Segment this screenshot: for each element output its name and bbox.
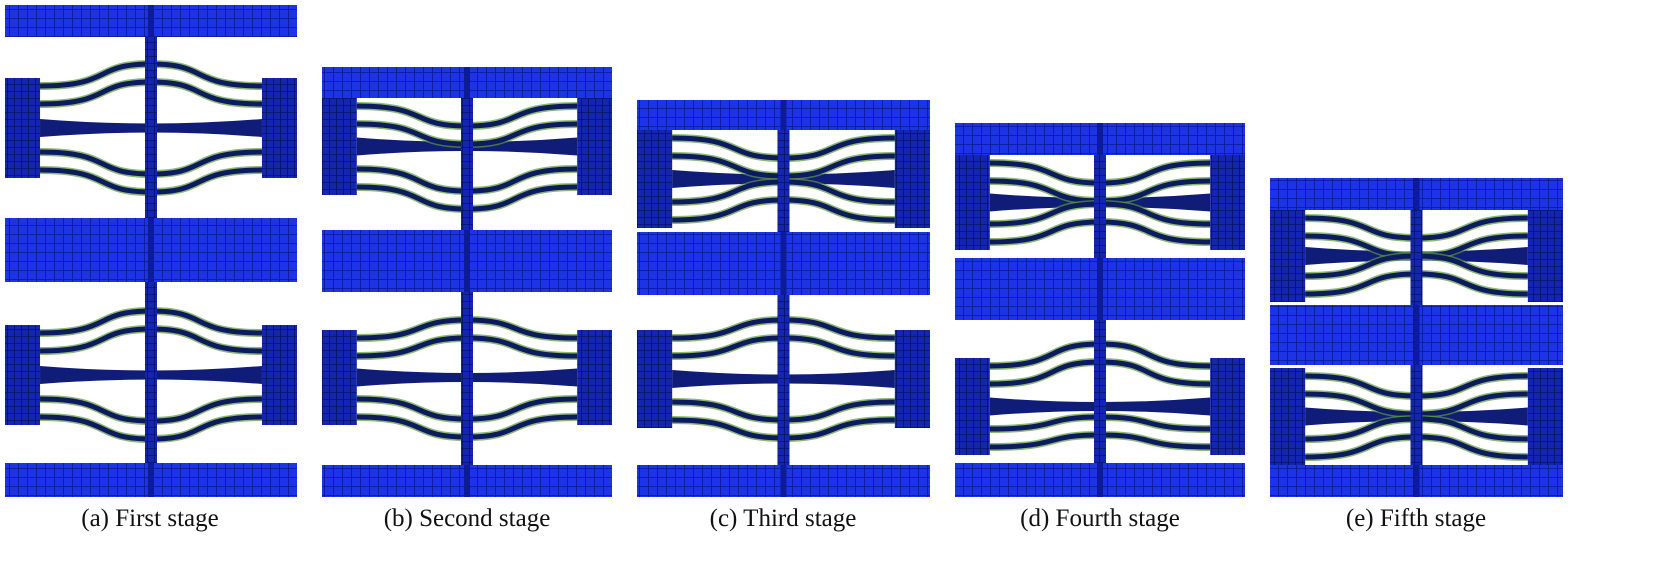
stem-line	[1097, 123, 1103, 155]
side-block-right	[1527, 210, 1563, 302]
stem-line	[148, 5, 154, 37]
caption-fifth-stage: (e) Fifth stage	[1345, 505, 1487, 532]
caption-first-stage: (a) First stage	[81, 505, 219, 532]
side-block-left	[322, 98, 357, 195]
stem-line	[148, 463, 154, 497]
side-block-right	[894, 130, 930, 228]
stem-line	[1097, 463, 1103, 497]
stem-line	[780, 232, 787, 295]
side-block-left	[5, 325, 41, 425]
side-block-left	[955, 358, 990, 455]
side-block-right	[1527, 368, 1563, 465]
panel-5	[1270, 178, 1563, 497]
panel-4	[955, 123, 1245, 497]
panel-1	[5, 5, 297, 497]
side-block-right	[1210, 358, 1245, 455]
stem-line	[464, 465, 470, 497]
side-block-left	[637, 330, 673, 428]
caption-third-stage: (c) Third stage	[709, 505, 857, 532]
stem-line	[1413, 178, 1420, 210]
stem-line	[464, 230, 470, 292]
side-block-left	[637, 130, 673, 228]
stem-line	[780, 100, 787, 130]
stem-line	[1413, 305, 1420, 365]
stem-line	[1413, 465, 1420, 497]
caption-second-stage: (b) Second stage	[383, 505, 551, 532]
side-block-right	[261, 78, 297, 178]
stem-line	[464, 67, 470, 98]
panel-3	[637, 100, 930, 497]
side-block-right	[577, 330, 612, 425]
side-block-right	[577, 98, 612, 195]
side-block-left	[322, 330, 357, 425]
panel-2	[322, 67, 612, 497]
side-block-left	[1270, 368, 1306, 465]
center-stem	[777, 100, 790, 497]
caption-fourth-stage: (d) Fourth stage	[1020, 505, 1180, 532]
side-block-right	[894, 330, 930, 428]
side-block-right	[1210, 155, 1245, 250]
stem-line	[1097, 258, 1103, 320]
stem-line	[148, 218, 154, 282]
side-block-left	[955, 155, 990, 250]
side-block-left	[1270, 210, 1306, 302]
stem-line	[780, 465, 787, 497]
side-block-left	[5, 78, 41, 178]
side-block-right	[261, 325, 297, 425]
